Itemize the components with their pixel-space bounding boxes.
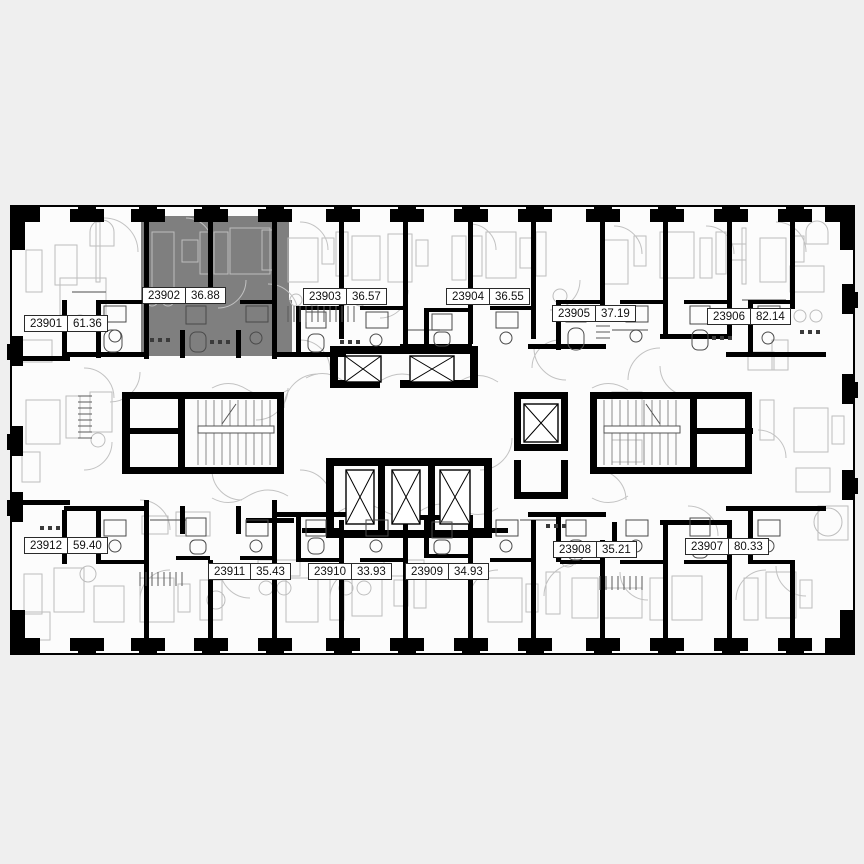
elevator-cab bbox=[345, 469, 375, 525]
unit-area: 35.21 bbox=[601, 543, 631, 556]
unit-label-23906[interactable]: 23906 82.14 bbox=[707, 308, 791, 325]
unit-id: 23903 bbox=[304, 289, 347, 304]
unit-label-23902[interactable]: 23902 36.88 bbox=[142, 287, 226, 304]
stair-treads bbox=[197, 400, 681, 465]
unit-id: 23907 bbox=[686, 539, 729, 554]
unit-label-23905[interactable]: 23905 37.19 bbox=[552, 305, 636, 322]
selected-unit-highlight bbox=[141, 216, 292, 356]
unit-area: 61.36 bbox=[72, 317, 102, 330]
unit-label-23903[interactable]: 23903 36.57 bbox=[303, 288, 387, 305]
unit-area: 33.93 bbox=[356, 565, 386, 578]
unit-label-23912[interactable]: 23912 59.40 bbox=[24, 537, 108, 554]
unit-label-23911[interactable]: 23911 35.43 bbox=[208, 563, 291, 580]
unit-id: 23910 bbox=[309, 564, 352, 579]
unit-id: 23901 bbox=[25, 316, 68, 331]
bottom-facade-columns bbox=[70, 638, 812, 654]
stairwell-left-walls bbox=[122, 392, 284, 474]
fixture-symbols bbox=[40, 305, 820, 590]
unit-label-23907[interactable]: 23907 80.33 bbox=[685, 538, 769, 555]
unit-label-23904[interactable]: 23904 36.55 bbox=[446, 288, 530, 305]
unit-area: 36.57 bbox=[351, 290, 381, 303]
unit-area: 80.33 bbox=[733, 540, 763, 553]
elevator-cab bbox=[439, 469, 471, 525]
top-facade-columns bbox=[70, 206, 812, 222]
elevator-cab bbox=[344, 355, 382, 383]
service-shafts bbox=[246, 518, 617, 548]
unit-area: 36.55 bbox=[494, 290, 524, 303]
unit-area: 59.40 bbox=[72, 539, 102, 552]
elevator-cab bbox=[391, 469, 421, 525]
unit-label-23910[interactable]: 23910 33.93 bbox=[308, 563, 392, 580]
unit-id: 23909 bbox=[406, 564, 449, 579]
elevator-cabs bbox=[344, 355, 559, 525]
unit-label-23908[interactable]: 23908 35.21 bbox=[553, 541, 637, 558]
stairwell-right-walls bbox=[590, 392, 753, 474]
unit-id: 23904 bbox=[447, 289, 490, 304]
elevator-cab bbox=[409, 355, 455, 383]
core-structure bbox=[326, 346, 568, 538]
unit-area: 37.19 bbox=[600, 307, 630, 320]
unit-area: 35.43 bbox=[256, 565, 285, 578]
furniture-bottom-row bbox=[21, 391, 849, 641]
unit-area: 82.14 bbox=[755, 310, 785, 323]
unit-id: 23906 bbox=[708, 309, 751, 324]
unit-label-23909[interactable]: 23909 34.93 bbox=[405, 563, 489, 580]
unit-id: 23911 bbox=[209, 564, 252, 579]
unit-id: 23908 bbox=[554, 542, 597, 557]
unit-area: 34.93 bbox=[453, 565, 483, 578]
unit-label-23901[interactable]: 23901 61.36 bbox=[24, 315, 108, 332]
service-elevator-cab bbox=[523, 403, 559, 443]
stair-left-treads bbox=[197, 400, 275, 465]
stair-right-treads bbox=[603, 400, 681, 465]
unit-id: 23912 bbox=[25, 538, 68, 553]
unit-id: 23902 bbox=[143, 288, 186, 303]
corner-columns bbox=[10, 207, 855, 653]
unit-area: 36.88 bbox=[190, 289, 220, 302]
unit-id: 23905 bbox=[553, 306, 596, 321]
side-facade-columns bbox=[7, 284, 858, 522]
